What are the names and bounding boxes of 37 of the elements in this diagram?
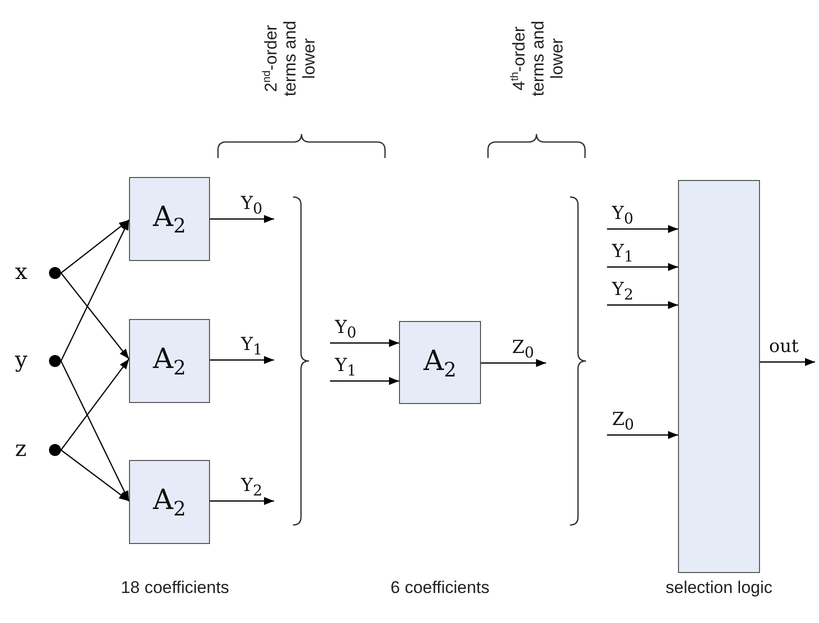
- block-box: [129, 319, 210, 403]
- signal-label: Y$_{0}$: [334, 319, 358, 341]
- signal-label: Z$_{0}$: [611, 411, 636, 433]
- arrow: [60, 360, 130, 502]
- signal-label: Y$_{0}$: [240, 195, 264, 217]
- signal-label: Y$_{0}$: [611, 205, 634, 227]
- logic-block: [678, 180, 760, 573]
- variable-label: y: [15, 350, 28, 372]
- arrow: [60, 220, 130, 274]
- signal-label: Z$_{0}$: [511, 339, 536, 361]
- arrow: [330, 339, 399, 347]
- arrow: [330, 377, 399, 385]
- block-label: A$_{2}$: [424, 344, 456, 382]
- variable-label: z: [15, 439, 27, 461]
- block-box: [129, 460, 210, 544]
- arrow: [607, 263, 678, 271]
- block-box: [399, 321, 481, 404]
- arrow: [60, 358, 130, 450]
- block-label: A$_{2}$: [153, 342, 186, 380]
- arrow: [210, 497, 274, 505]
- arrow: [210, 215, 274, 223]
- arrow: [607, 225, 678, 233]
- arrow: [607, 431, 678, 439]
- block-box: [129, 177, 210, 261]
- coefficient-count: 6 coefficients: [390, 578, 490, 598]
- arrow: [210, 356, 274, 364]
- block-caption: selection logic: [664, 578, 774, 598]
- block-label: A$_{2}$: [153, 200, 186, 238]
- arrow: [607, 301, 678, 309]
- arrow: [760, 358, 815, 366]
- variable-label: x: [15, 262, 28, 284]
- coefficient-count: 18 coefficients: [120, 578, 230, 598]
- block-label: A$_{2}$: [153, 483, 186, 521]
- arrow: [60, 272, 130, 360]
- arrow: [60, 220, 130, 362]
- arrow: [481, 359, 546, 367]
- arrow: [60, 450, 130, 502]
